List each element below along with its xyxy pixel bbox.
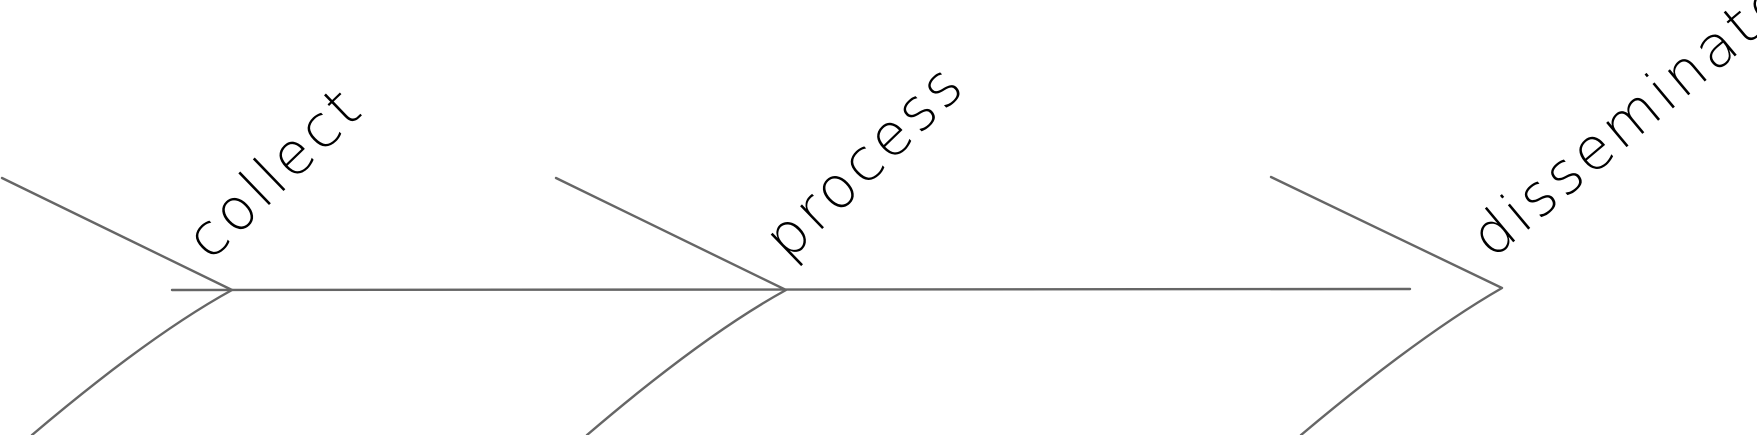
spine-line	[170, 287, 1412, 292]
chevron-collect	[0, 176, 234, 435]
stage-label-disseminate: disseminate	[1457, 0, 1757, 271]
chevron-disseminate	[1269, 175, 1504, 435]
stage-label-process: process	[750, 49, 978, 272]
stage-label-collect: collect	[172, 72, 376, 272]
chevron-process	[554, 176, 788, 435]
